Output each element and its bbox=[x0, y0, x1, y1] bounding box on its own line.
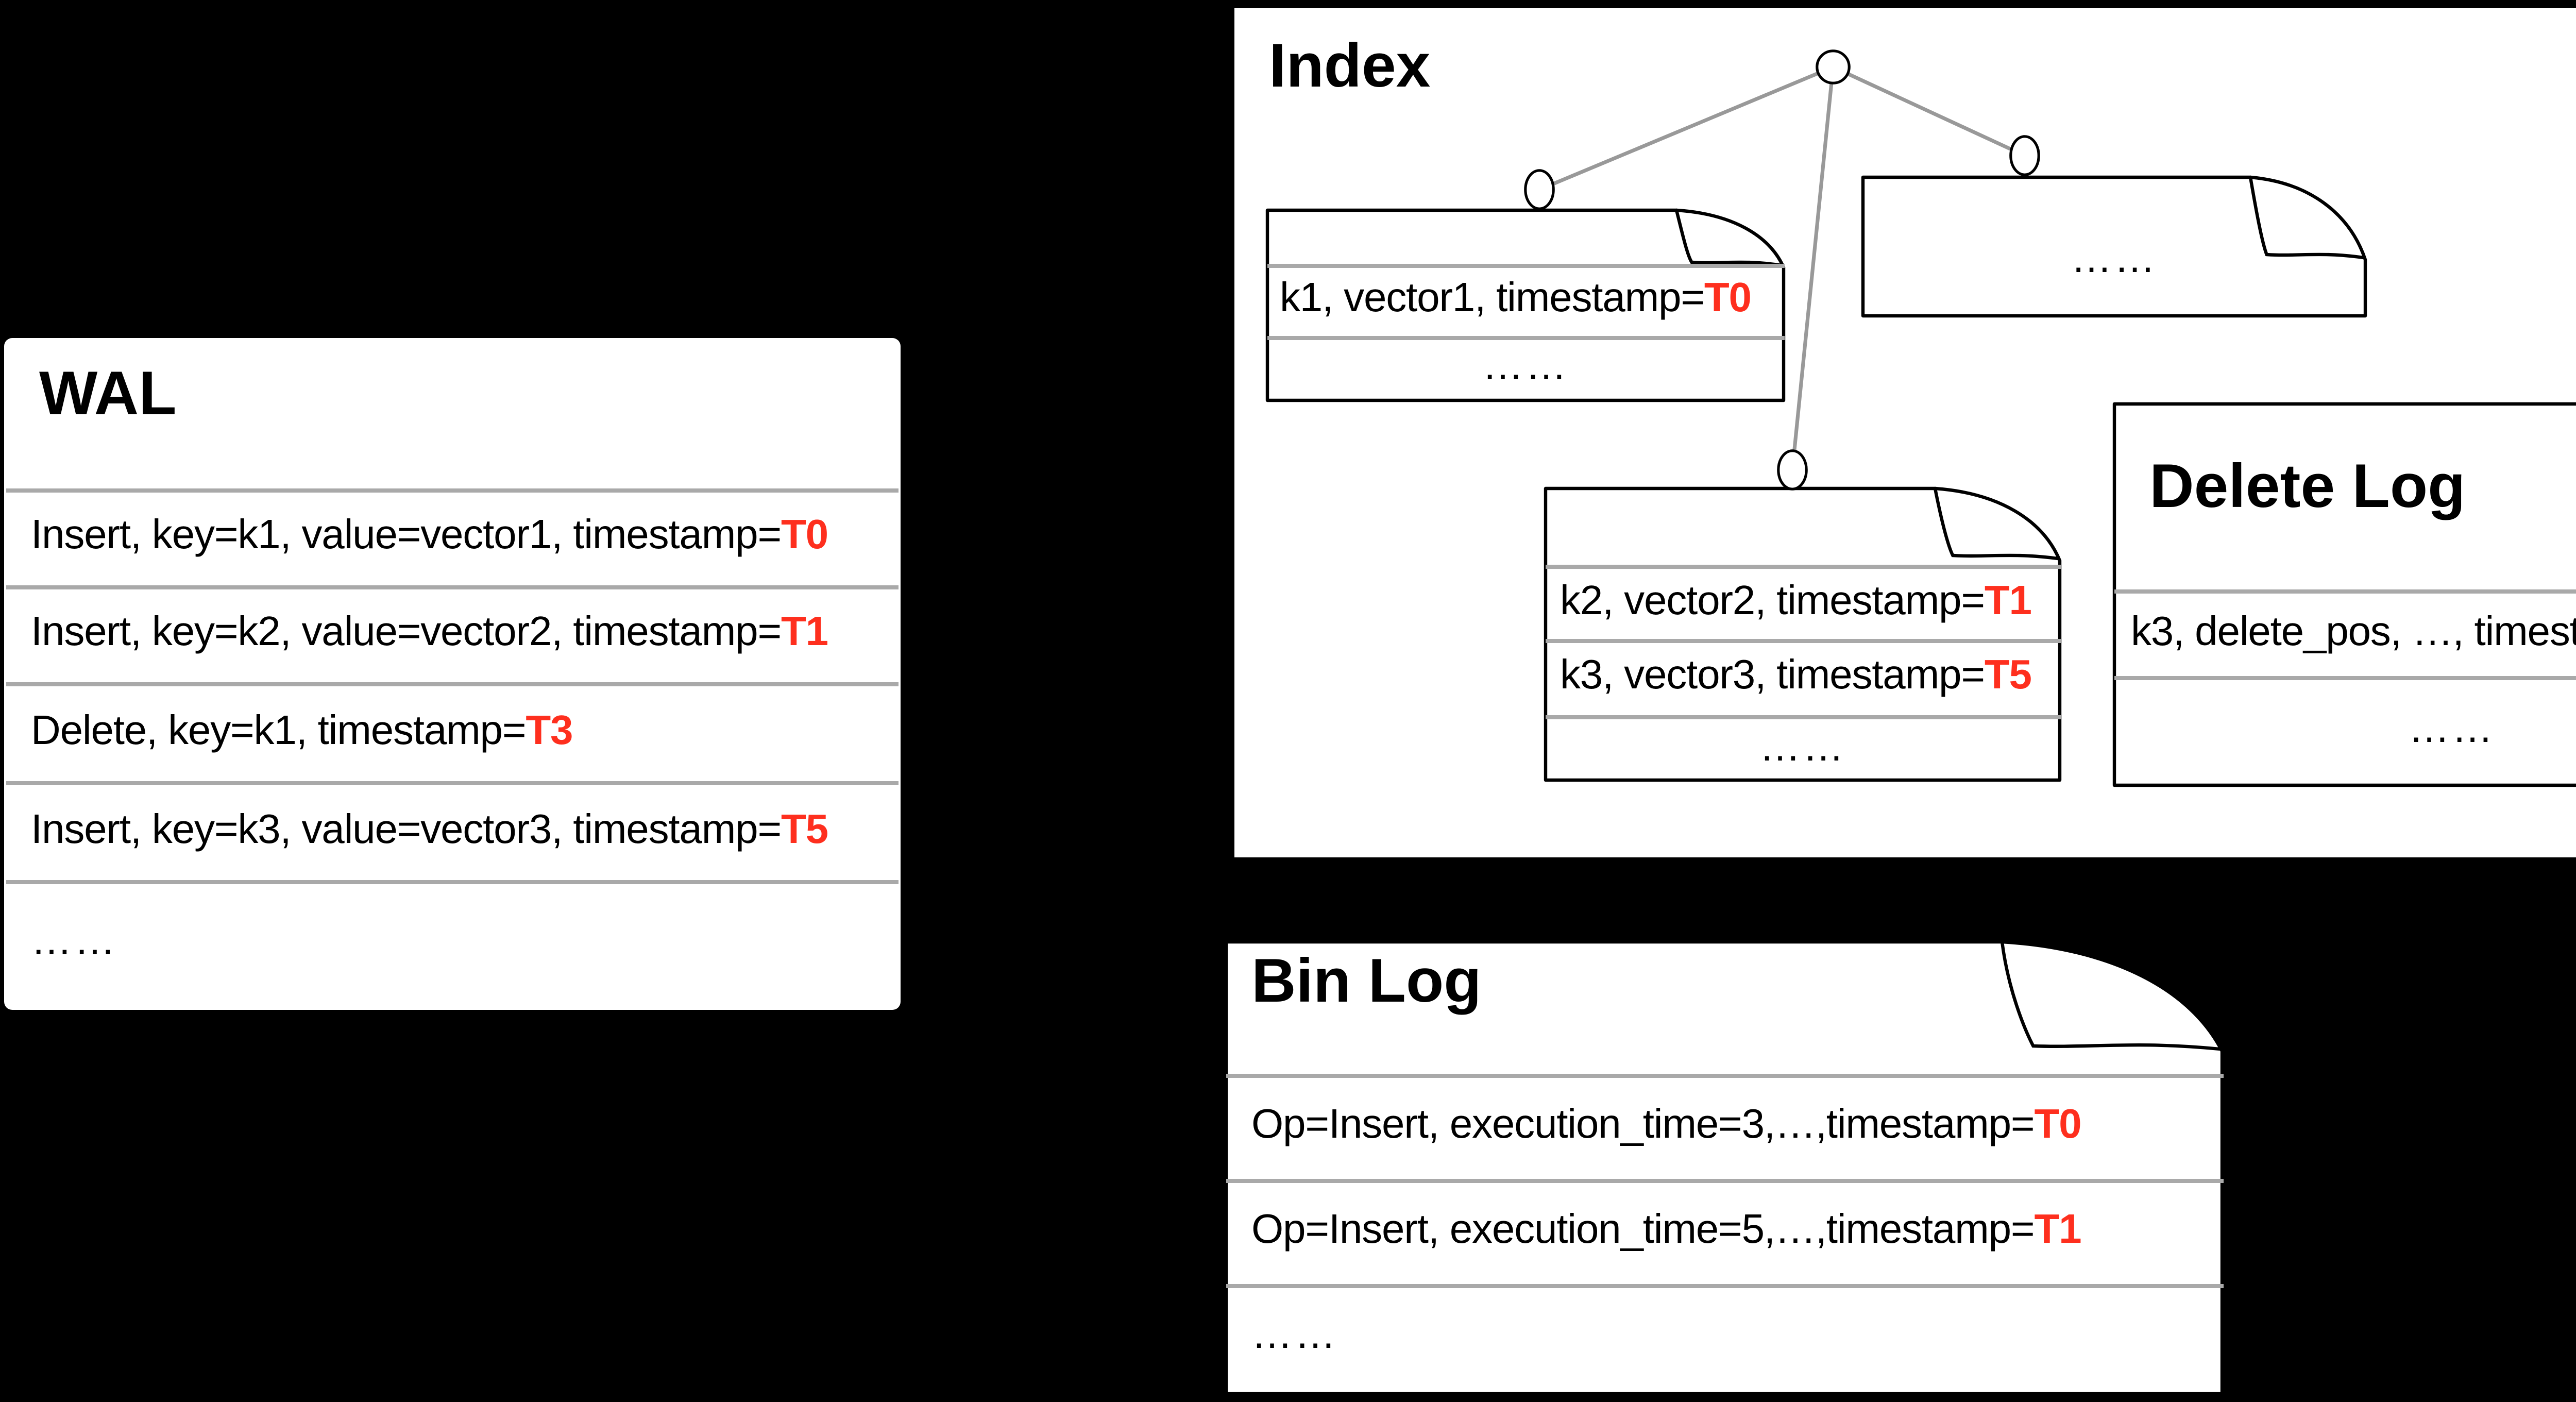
wal-row: Delete, key=k1, timestamp=T3 bbox=[31, 682, 573, 781]
leaf1-row-timestamp: T0 bbox=[1704, 277, 1752, 322]
wal-title: WAL bbox=[39, 360, 177, 428]
bin-log-row-text: Op=Insert, execution_time=5,…,timestamp= bbox=[1251, 1208, 2035, 1254]
index-leaf-page-2: k2, vector2, timestamp=T1 k3, vector3, t… bbox=[1544, 487, 2062, 783]
page-separator bbox=[1227, 1179, 2223, 1184]
leaf1-row-text: k1, vector1, timestamp= bbox=[1280, 277, 1705, 322]
bin-log-row-timestamp: T0 bbox=[2034, 1103, 2081, 1148]
tree-node-left-child bbox=[1523, 168, 1554, 209]
wal-separator bbox=[6, 488, 899, 493]
tree-node-middle-child bbox=[1776, 448, 1807, 489]
index-leaf-page-1: k1, vector1, timestamp=T0 …… bbox=[1265, 209, 1786, 403]
wal-row-text: Insert, key=k2, value=vector2, timestamp… bbox=[31, 610, 782, 655]
index-leaf2-row: k2, vector2, timestamp=T1 bbox=[1560, 564, 2032, 639]
delete-log-title: Delete Log bbox=[2149, 452, 2466, 520]
leaf1-ellipsis: …… bbox=[1482, 345, 1569, 390]
page-separator bbox=[2114, 675, 2576, 679]
page-outline bbox=[2112, 401, 2576, 786]
wal-separator bbox=[6, 682, 899, 686]
page-separator bbox=[2114, 588, 2576, 593]
page-outline bbox=[1861, 175, 2367, 318]
bin-log-row: Op=Insert, execution_time=5,…,timestamp=… bbox=[1251, 1179, 2082, 1284]
wal-row-text: Insert, key=k3, value=vector3, timestamp… bbox=[31, 808, 782, 853]
wal-row: Insert, key=k2, value=vector2, timestamp… bbox=[31, 585, 828, 682]
tree-edge-root-left bbox=[1538, 64, 1834, 191]
page-separator bbox=[1267, 336, 1784, 341]
wal-row-text: Insert, key=k1, value=vector1, timestamp… bbox=[31, 513, 782, 559]
index-leaf2-row: k3, vector3, timestamp=T5 bbox=[1560, 639, 2032, 715]
delete-log-row-text: k3, delete_pos, …, timestamp= bbox=[2131, 609, 2576, 654]
leaf2-row-text: k2, vector2, timestamp= bbox=[1560, 578, 1985, 623]
wal-row-timestamp: T1 bbox=[781, 610, 828, 655]
index-leaf-page-3: …… bbox=[1861, 175, 2367, 318]
wal-row-timestamp: T5 bbox=[781, 808, 828, 853]
leaf2-row-timestamp: T5 bbox=[1984, 653, 2032, 699]
page-outline bbox=[1225, 940, 2225, 1396]
tree-node-right-child bbox=[2009, 134, 2040, 175]
wal-ellipsis-row: …… bbox=[31, 919, 117, 965]
bin-log-row-text: Op=Insert, execution_time=3,…,timestamp= bbox=[1251, 1103, 2035, 1148]
wal-row-timestamp: T3 bbox=[526, 709, 573, 754]
page-outline bbox=[1544, 487, 2062, 783]
page-separator bbox=[1227, 1074, 2223, 1078]
wal-row: Insert, key=k3, value=vector3, timestamp… bbox=[31, 781, 828, 880]
wal-separator bbox=[6, 880, 899, 884]
bin-log-ellipsis: …… bbox=[1251, 1313, 1338, 1358]
delete-log-ellipsis: …… bbox=[2409, 706, 2495, 751]
index-panel: Index k1, vector1, timestamp=T0 …… k2, v… bbox=[1234, 7, 2576, 856]
delete-log-row: k3, delete_pos, …, timestamp=T3 bbox=[2131, 588, 2576, 675]
bin-log-row-timestamp: T1 bbox=[2034, 1208, 2081, 1254]
wal-separator bbox=[6, 585, 899, 589]
leaf2-row-timestamp: T1 bbox=[1984, 578, 2032, 623]
index-tree bbox=[1523, 48, 2040, 489]
leaf3-ellipsis: …… bbox=[2071, 237, 2158, 282]
wal-separator bbox=[6, 781, 899, 785]
wal-panel: WAL Insert, key=k1, value=vector1, times… bbox=[4, 337, 901, 1010]
wal-row-text: Delete, key=k1, timestamp= bbox=[31, 709, 527, 754]
bin-log-row: Op=Insert, execution_time=3,…,timestamp=… bbox=[1251, 1074, 2082, 1179]
page-separator bbox=[1546, 715, 2060, 719]
index-leaf1-row: k1, vector1, timestamp=T0 bbox=[1280, 264, 1752, 336]
leaf2-row-text: k3, vector3, timestamp= bbox=[1560, 653, 1985, 699]
tree-edge-root-middle bbox=[1790, 65, 1835, 469]
tree-edge-root-right bbox=[1832, 64, 2025, 157]
delete-log-page: Delete Log k3, delete_pos, …, timestamp=… bbox=[2112, 401, 2576, 786]
wal-row-timestamp: T0 bbox=[781, 513, 828, 559]
page-separator bbox=[1546, 564, 2060, 568]
leaf2-ellipsis: …… bbox=[1759, 725, 1846, 770]
bin-log-page: Bin Log Op=Insert, execution_time=3,…,ti… bbox=[1225, 940, 2225, 1396]
page-separator bbox=[1227, 1284, 2223, 1288]
page-separator bbox=[1546, 639, 2060, 643]
tree-node-root bbox=[1815, 48, 1850, 83]
bin-log-title: Bin Log bbox=[1251, 949, 1482, 1017]
index-title: Index bbox=[1269, 32, 1431, 100]
page-separator bbox=[1267, 264, 1784, 268]
wal-row: Insert, key=k1, value=vector1, timestamp… bbox=[31, 488, 828, 585]
